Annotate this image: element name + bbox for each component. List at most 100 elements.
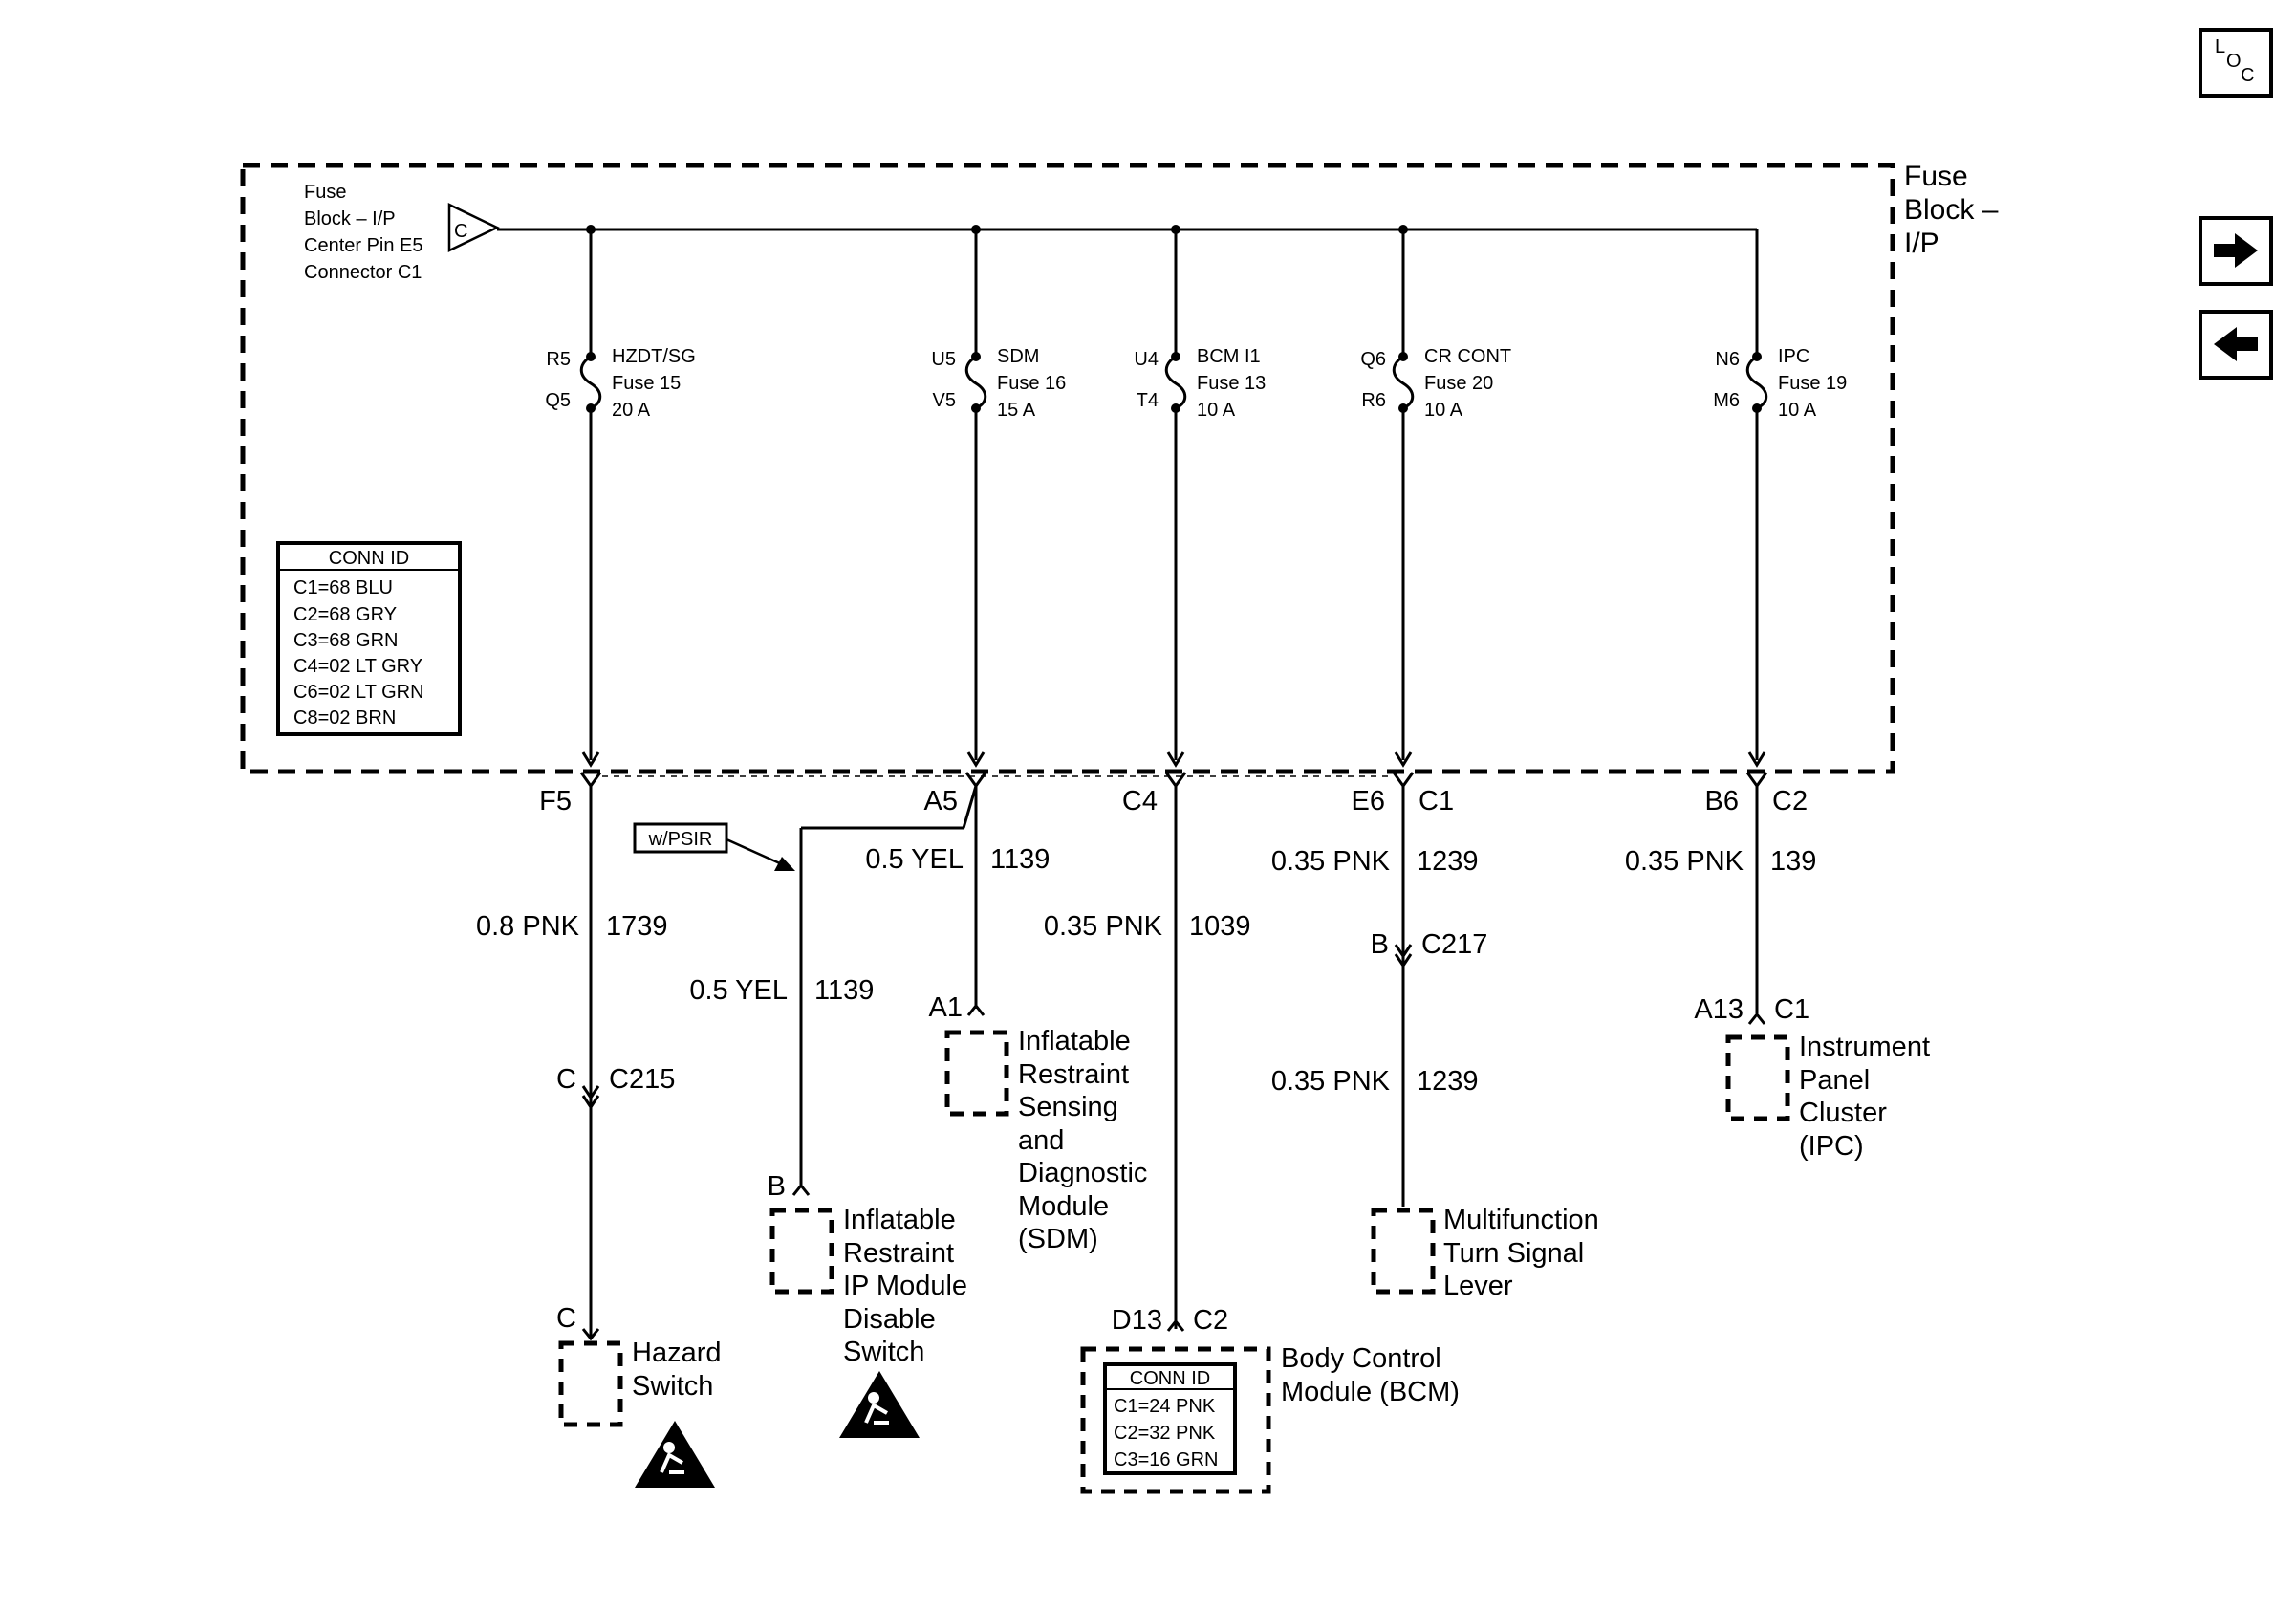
fuse-name: HZDT/SG [612,346,696,367]
c215-name: C215 [609,1064,675,1095]
arrow-right-icon [2214,233,2258,268]
location-button[interactable]: L O C [2199,28,2273,98]
conn-id-row: C1=68 BLU [293,577,393,599]
source-line-1: Fuse [304,182,346,203]
wire-color: 0.35 PNK [1271,846,1391,877]
fuse-ipc: N6 M6 IPC Fuse 19 10 A [1713,229,1847,760]
sdm-label-line-4: and [1018,1125,1064,1156]
fuse-out-cavity: R6 [1361,390,1386,411]
fuse-number: Fuse 20 [1424,373,1493,394]
sdm-label-line-6: Module [1018,1191,1109,1222]
ipc-label-line-2: Panel [1799,1065,1870,1096]
c217-pin: B [1371,929,1389,960]
bcm-pin: D13 [1112,1305,1162,1336]
conn-id-row: C3=16 GRN [1114,1449,1219,1470]
source-line-2: Block – I/P [304,208,396,229]
bcm-label-line-2: Module (BCM) [1281,1377,1460,1407]
hazard-pin: C [556,1303,576,1334]
c217-name: C217 [1421,929,1487,960]
sdm-pin: A1 [929,992,963,1023]
wire-circuit: 1039 [1189,911,1251,942]
multifunction-turn-signal-lever: Multifunction Turn Signal Lever [1371,1205,1599,1301]
hazard-label-line-2: Switch [632,1371,713,1402]
next-page-button[interactable] [2199,216,2273,286]
airbag-warning-icon [635,1421,715,1488]
conn-id-row: C2=68 GRY [293,604,397,625]
ipc-label-line-1: Instrument [1799,1032,1930,1062]
sdm-module: A1 Inflatable Restraint Sensing and Diag… [929,992,1148,1254]
power-source-label: Fuse Block – I/P Center Pin E5 Connector… [304,182,423,283]
bcm-connector: C2 [1193,1305,1228,1336]
source-connector-symbol: C [447,203,500,252]
source-pin-label: C [454,221,467,242]
cavity-e6: E6 [1352,786,1385,816]
fuse-name: SDM [997,346,1039,367]
fuse-hzdt-sg: R5 Q5 HZDT/SG Fuse 15 20 A [545,229,696,760]
wire-color: 0.5 YEL [865,844,964,875]
fuse-number: Fuse 13 [1197,373,1266,394]
option-tag-psir: w/PSIR [633,822,795,871]
fuse-out-cavity: T4 [1137,390,1159,411]
c215-pin: C [556,1064,576,1095]
fuse-name: BCM I1 [1197,346,1261,367]
fuse-block-output-arrows [581,751,1766,768]
fuse-number: Fuse 16 [997,373,1066,394]
conn-id-row: C4=02 LT GRY [293,656,422,677]
fuse-bcm-i1: U4 T4 BCM I1 Fuse 13 10 A [1134,229,1266,760]
wire-psir-branch [962,785,978,829]
conn-id-row: C6=02 LT GRN [293,682,424,703]
fuse-number: Fuse 15 [612,373,681,394]
fuse-rating: 20 A [612,400,651,421]
conn-id-row: C3=68 GRN [293,630,399,651]
fuse-block-title-line-1: Fuse [1904,161,1968,192]
source-line-3: Center Pin E5 [304,235,423,256]
connector-c1: C1 [1419,786,1454,816]
inline-connector-c217: B C217 [1371,929,1487,969]
previous-page-button[interactable] [2199,310,2273,380]
output-connector-symbols [579,772,1768,789]
body-control-module: D13 C2 Body Control Module (BCM) CONN ID… [1080,1305,1460,1494]
fuse-name: CR CONT [1424,346,1511,367]
wire-circuit: 1139 [814,975,874,1006]
conn-id-row: C1=24 PNK [1114,1396,1216,1417]
ip-disable-label-line-1: Inflatable [843,1205,956,1235]
ip-disable-label-line-3: IP Module [843,1271,967,1301]
turn-signal-label-line-1: Multifunction [1443,1205,1599,1235]
wire-color: 0.8 PNK [476,911,580,942]
conn-id-header: CONN ID [1130,1368,1210,1389]
bcm-label-line-1: Body Control [1281,1343,1441,1374]
fuse-in-cavity: N6 [1715,349,1740,370]
ip-disable-label-line-5: Switch [843,1337,924,1367]
wire-circuit: 1739 [606,911,668,942]
fuse-block-outline [240,163,1895,774]
sdm-label-line-2: Restraint [1018,1059,1129,1090]
loc-l-glyph: L [2215,36,2225,57]
hazard-switch: C Hazard Switch [556,1303,722,1427]
sdm-label-line-7: (SDM) [1018,1224,1098,1254]
fuse-block-title: Fuse Block – I/P [1904,161,1999,259]
wire-color: 0.35 PNK [1271,1066,1391,1097]
wire-color: 0.35 PNK [1625,846,1744,877]
fuse-in-cavity: R5 [546,349,571,370]
fuse-rating: 15 A [997,400,1036,421]
conn-id-row: C8=02 BRN [293,708,396,729]
fuse-out-cavity: M6 [1713,390,1740,411]
cavity-a5: A5 [924,786,958,816]
cavity-f5: F5 [539,786,572,816]
ip-disable-label-line-4: Disable [843,1304,936,1335]
fuse-block-title-line-3: I/P [1904,228,1939,259]
fuse-in-cavity: Q6 [1360,349,1386,370]
loc-o-glyph: O [2226,51,2242,72]
ipc-connector: C1 [1774,994,1809,1025]
fuse-cr-cont: Q6 R6 CR CONT Fuse 20 10 A [1360,229,1511,760]
wire-circuit: 1239 [1417,846,1479,877]
conn-id-row: C2=32 PNK [1114,1423,1216,1444]
ip-disable-pin: B [768,1171,786,1202]
source-line-4: Connector C1 [304,262,422,283]
ip-disable-label-line-2: Restraint [843,1238,954,1269]
wire-color: 0.5 YEL [689,975,788,1006]
ipc-pin: A13 [1694,994,1744,1025]
fuse-name: IPC [1778,346,1809,367]
ipc-label-line-4: (IPC) [1799,1131,1864,1162]
